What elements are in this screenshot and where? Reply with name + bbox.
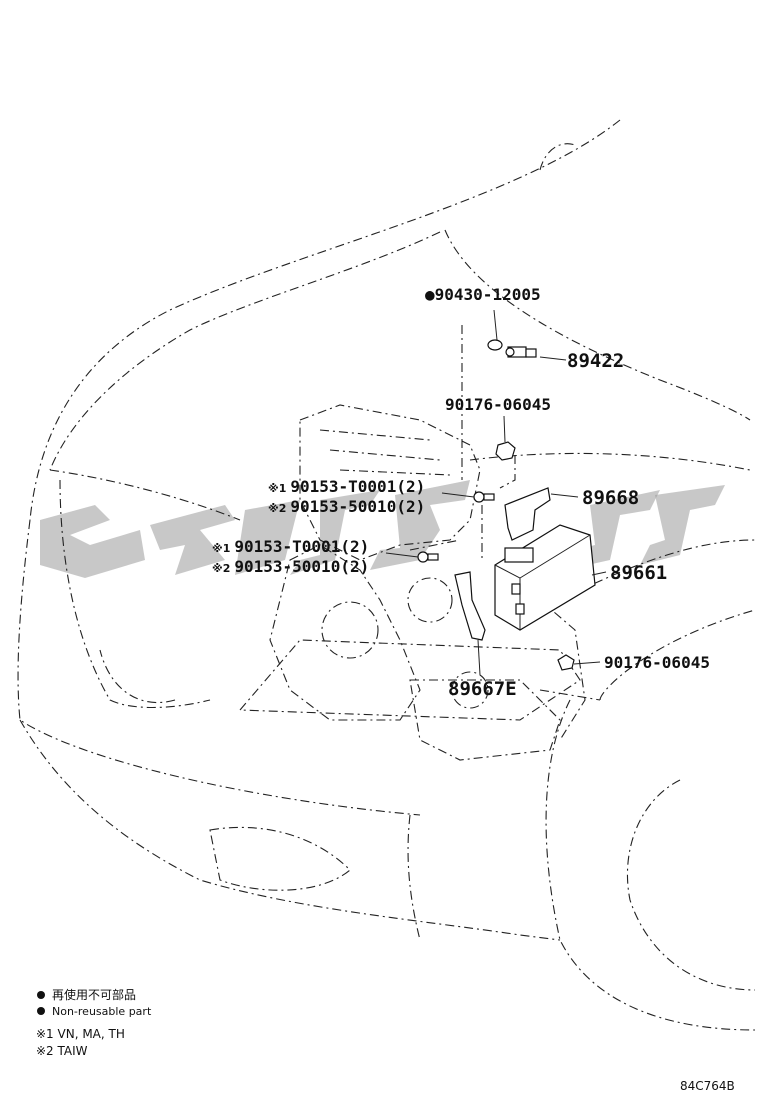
bolt-lower [417, 551, 439, 563]
sensor-89422 [505, 346, 537, 358]
car-body-outline [17, 119, 756, 1031]
bracket-89668 [504, 487, 551, 541]
diagram-code: 84C764B [680, 1079, 735, 1093]
label-90176-06045-top: 90176-06045 [445, 395, 551, 414]
label-89661: 89661 [610, 562, 667, 584]
label-89422: 89422 [567, 350, 624, 372]
label-89668: 89668 [582, 487, 639, 509]
label-90176-06045-lower: 90176-06045 [604, 653, 710, 672]
engine-block [269, 404, 586, 761]
bolt-upper [473, 491, 495, 503]
nonreusable-dot-icon [37, 1007, 45, 1015]
legend-note-1: ※1 VN, MA, TH [36, 1027, 125, 1041]
watermark-logo [40, 480, 725, 578]
nut-90176-lower [557, 654, 575, 671]
ecu-89661 [494, 524, 596, 631]
leader-lines [385, 309, 607, 676]
legend-note-2: ※2 TAIW [36, 1044, 88, 1058]
nonreusable-dot-icon [37, 991, 45, 999]
label-90430-12005: ●90430-12005 [425, 285, 541, 304]
parts [417, 339, 596, 671]
legend-nonreusable-en: Non-reusable part [52, 1005, 152, 1018]
legend-nonreusable-jp: 再使用不可部品 [52, 987, 136, 1002]
label-89667E: 89667E [448, 678, 517, 700]
bracket-89667E [454, 571, 486, 641]
nut-90176-top [495, 441, 516, 461]
legend: 再使用不可部品 Non-reusable part ※1 VN, MA, TH … [36, 987, 152, 1058]
washer-90430 [487, 339, 503, 351]
